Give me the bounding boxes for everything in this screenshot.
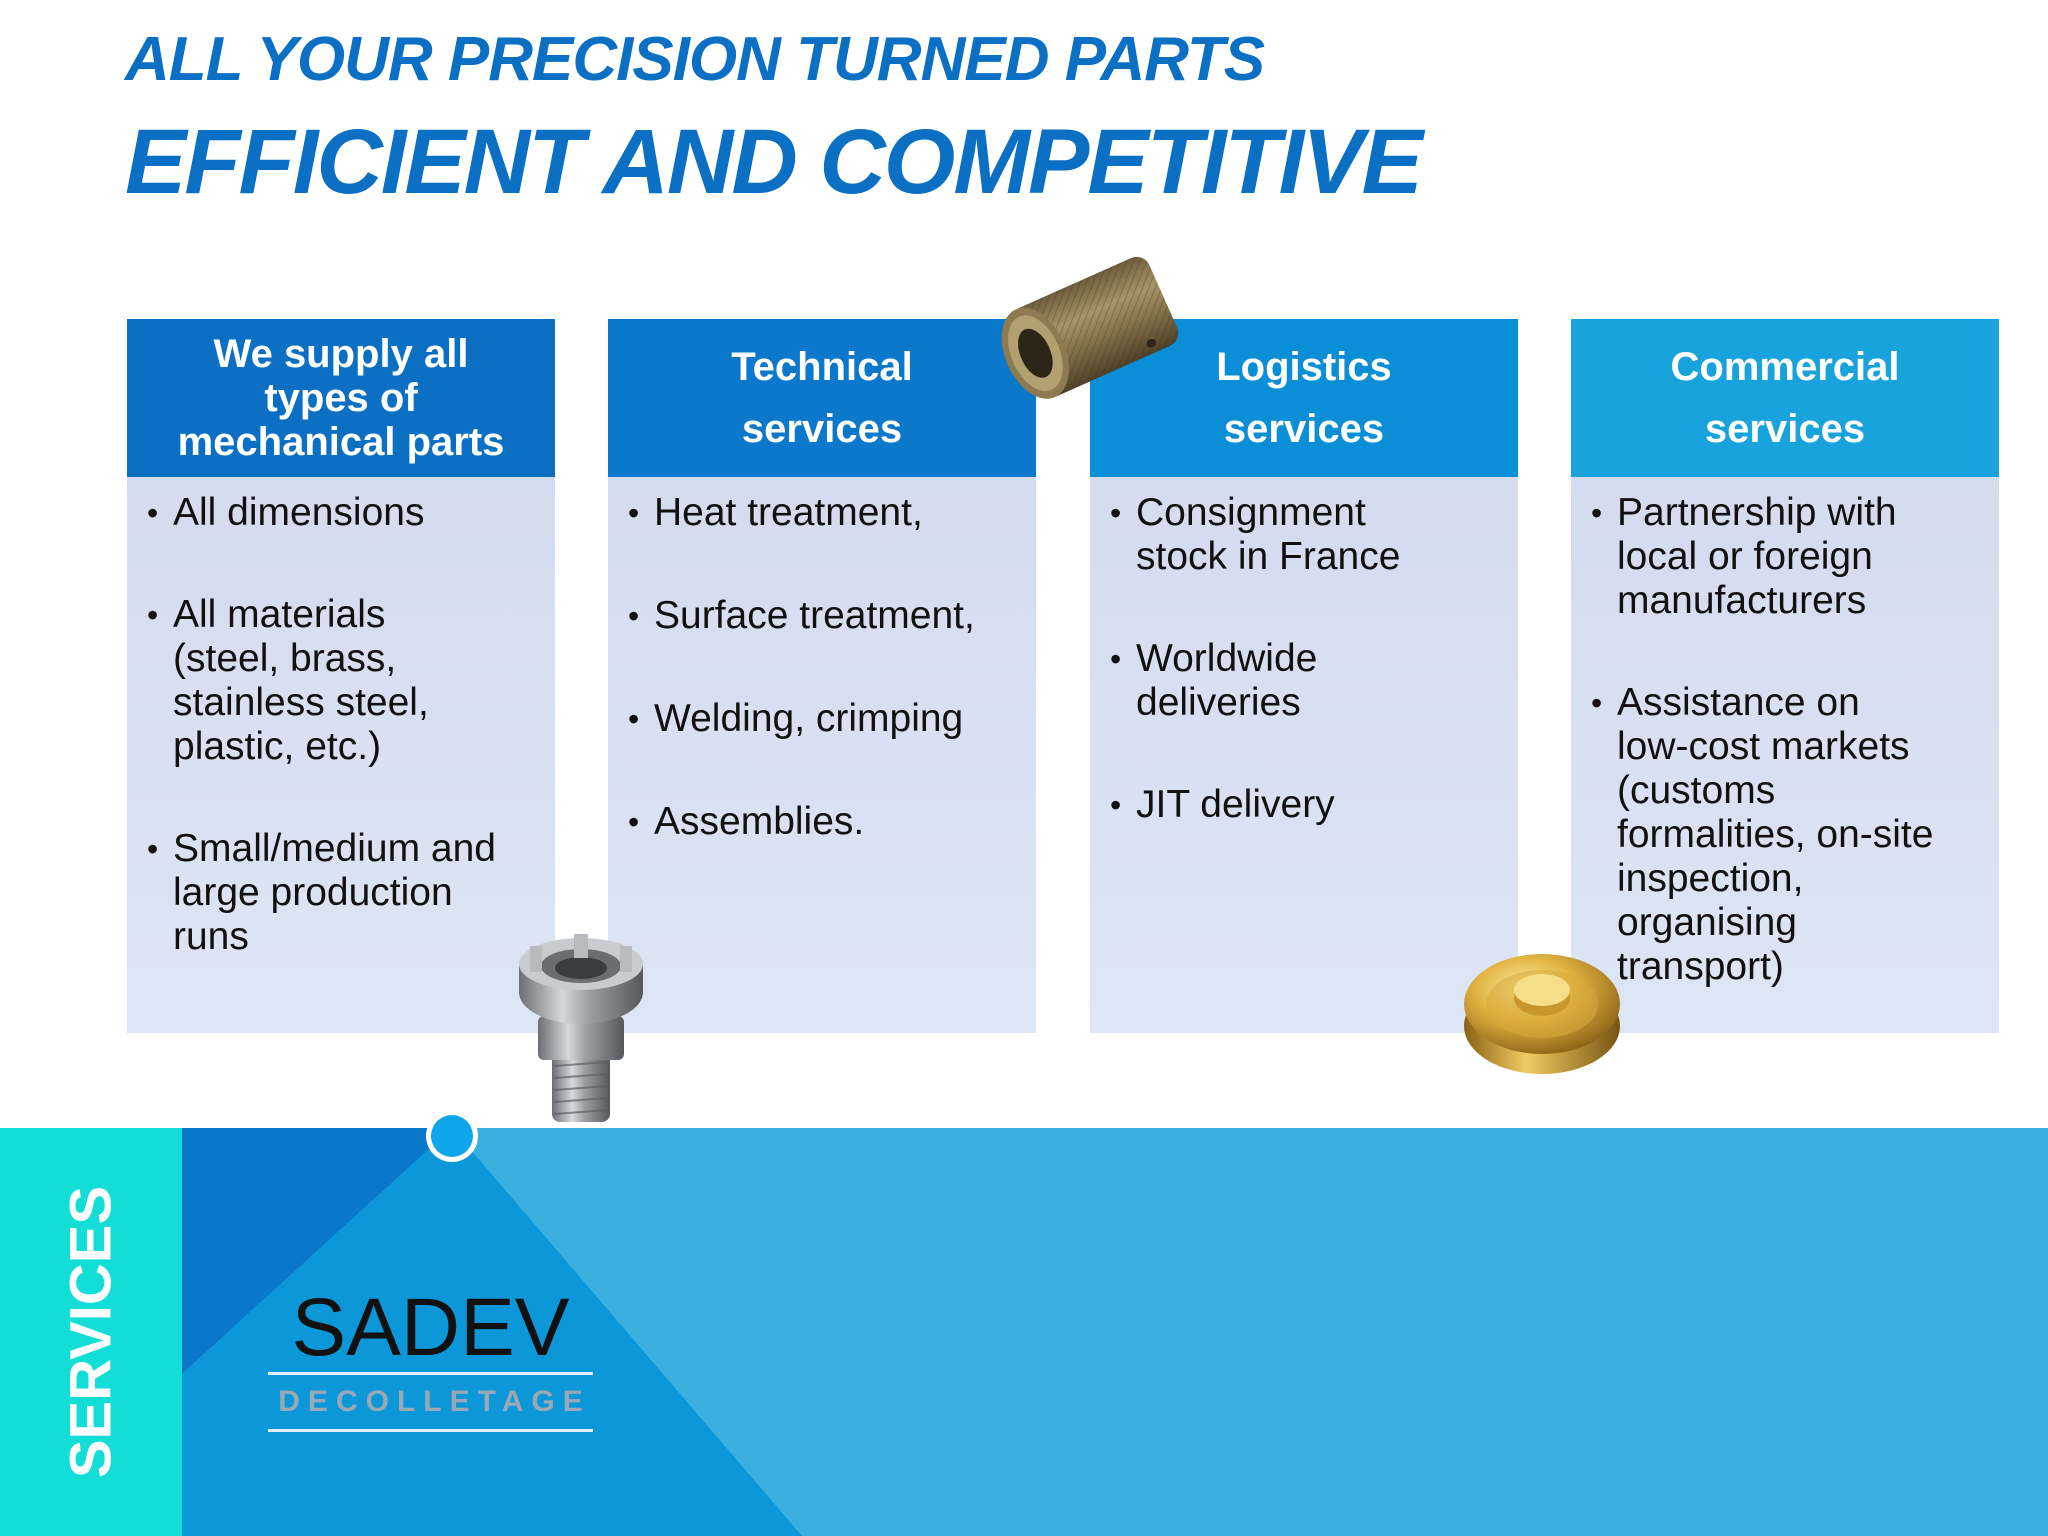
list-item: Assemblies. — [628, 800, 1022, 844]
column-title-line: Logistics — [1216, 345, 1392, 389]
headline-top: ALL YOUR PRECISION TURNED PARTS — [125, 25, 1265, 94]
list-item: All dimensions — [147, 491, 541, 535]
company-logo: SADEV DECOLLETAGE — [268, 1286, 593, 1432]
list-item: Small/medium and large production runs — [147, 827, 541, 959]
list-item: Assistance on low-cost markets (customs … — [1591, 681, 1985, 989]
column-title-line: mechanical parts — [177, 420, 505, 464]
column-title-line: services — [1223, 407, 1385, 451]
coupling-fitting-icon — [519, 934, 643, 1122]
column-title-line: types of — [264, 376, 418, 420]
logo-subtitle: DECOLLETAGE — [278, 1385, 591, 1418]
logo-divider — [268, 1429, 593, 1432]
column-commercial-services: Commercial services Partnership with loc… — [1571, 319, 1999, 1033]
list-item: Partnership with local or foreign manufa… — [1591, 491, 1985, 623]
list-item: All materials (steel, brass, stainless s… — [147, 593, 541, 769]
section-label: SERVICES — [58, 1185, 124, 1479]
logo-name: SADEV — [291, 1282, 570, 1373]
column-title-line: services — [741, 407, 903, 451]
list-item: JIT delivery — [1110, 783, 1504, 827]
column-logistics-services: Logistics services Consignment stock in … — [1090, 319, 1518, 1033]
section-tab: SERVICES — [0, 1128, 182, 1536]
timeline-dot-icon — [426, 1110, 478, 1162]
logo-divider — [268, 1372, 593, 1375]
list-item: Consignment stock in France — [1110, 491, 1504, 579]
footer-graphic — [182, 1128, 2048, 1536]
column-technical-services: Technical services Heat treatment, Surfa… — [608, 319, 1036, 1033]
column-mechanical-parts: We supply all types of mechanical parts … — [127, 319, 555, 1033]
list-item: Welding, crimping — [628, 697, 1022, 741]
list-item: Surface treatment, — [628, 594, 1022, 638]
footer-band: SERVICES — [0, 1128, 2048, 1536]
column-body: Heat treatment, Surface treatment, Weldi… — [608, 477, 1036, 1033]
list-item: Heat treatment, — [628, 491, 1022, 535]
column-title-line: Commercial — [1670, 345, 1900, 389]
column-header: Technical services — [608, 319, 1036, 477]
headline-main: EFFICIENT AND COMPETITIVE — [125, 111, 1423, 213]
column-title-line: services — [1704, 407, 1866, 451]
list-item: Worldwide deliveries — [1110, 637, 1504, 725]
knurled-bushing-icon — [1001, 256, 1179, 399]
column-header: We supply all types of mechanical parts — [127, 319, 555, 477]
column-title-line: We supply all — [213, 332, 469, 376]
brass-cap-icon — [1464, 954, 1620, 1074]
column-header: Commercial services — [1571, 319, 1999, 477]
column-title-line: Technical — [731, 345, 913, 389]
column-body: Partnership with local or foreign manufa… — [1571, 477, 1999, 1033]
column-body: All dimensions All materials (steel, bra… — [127, 477, 555, 1033]
column-body: Consignment stock in France Worldwide de… — [1090, 477, 1518, 1033]
